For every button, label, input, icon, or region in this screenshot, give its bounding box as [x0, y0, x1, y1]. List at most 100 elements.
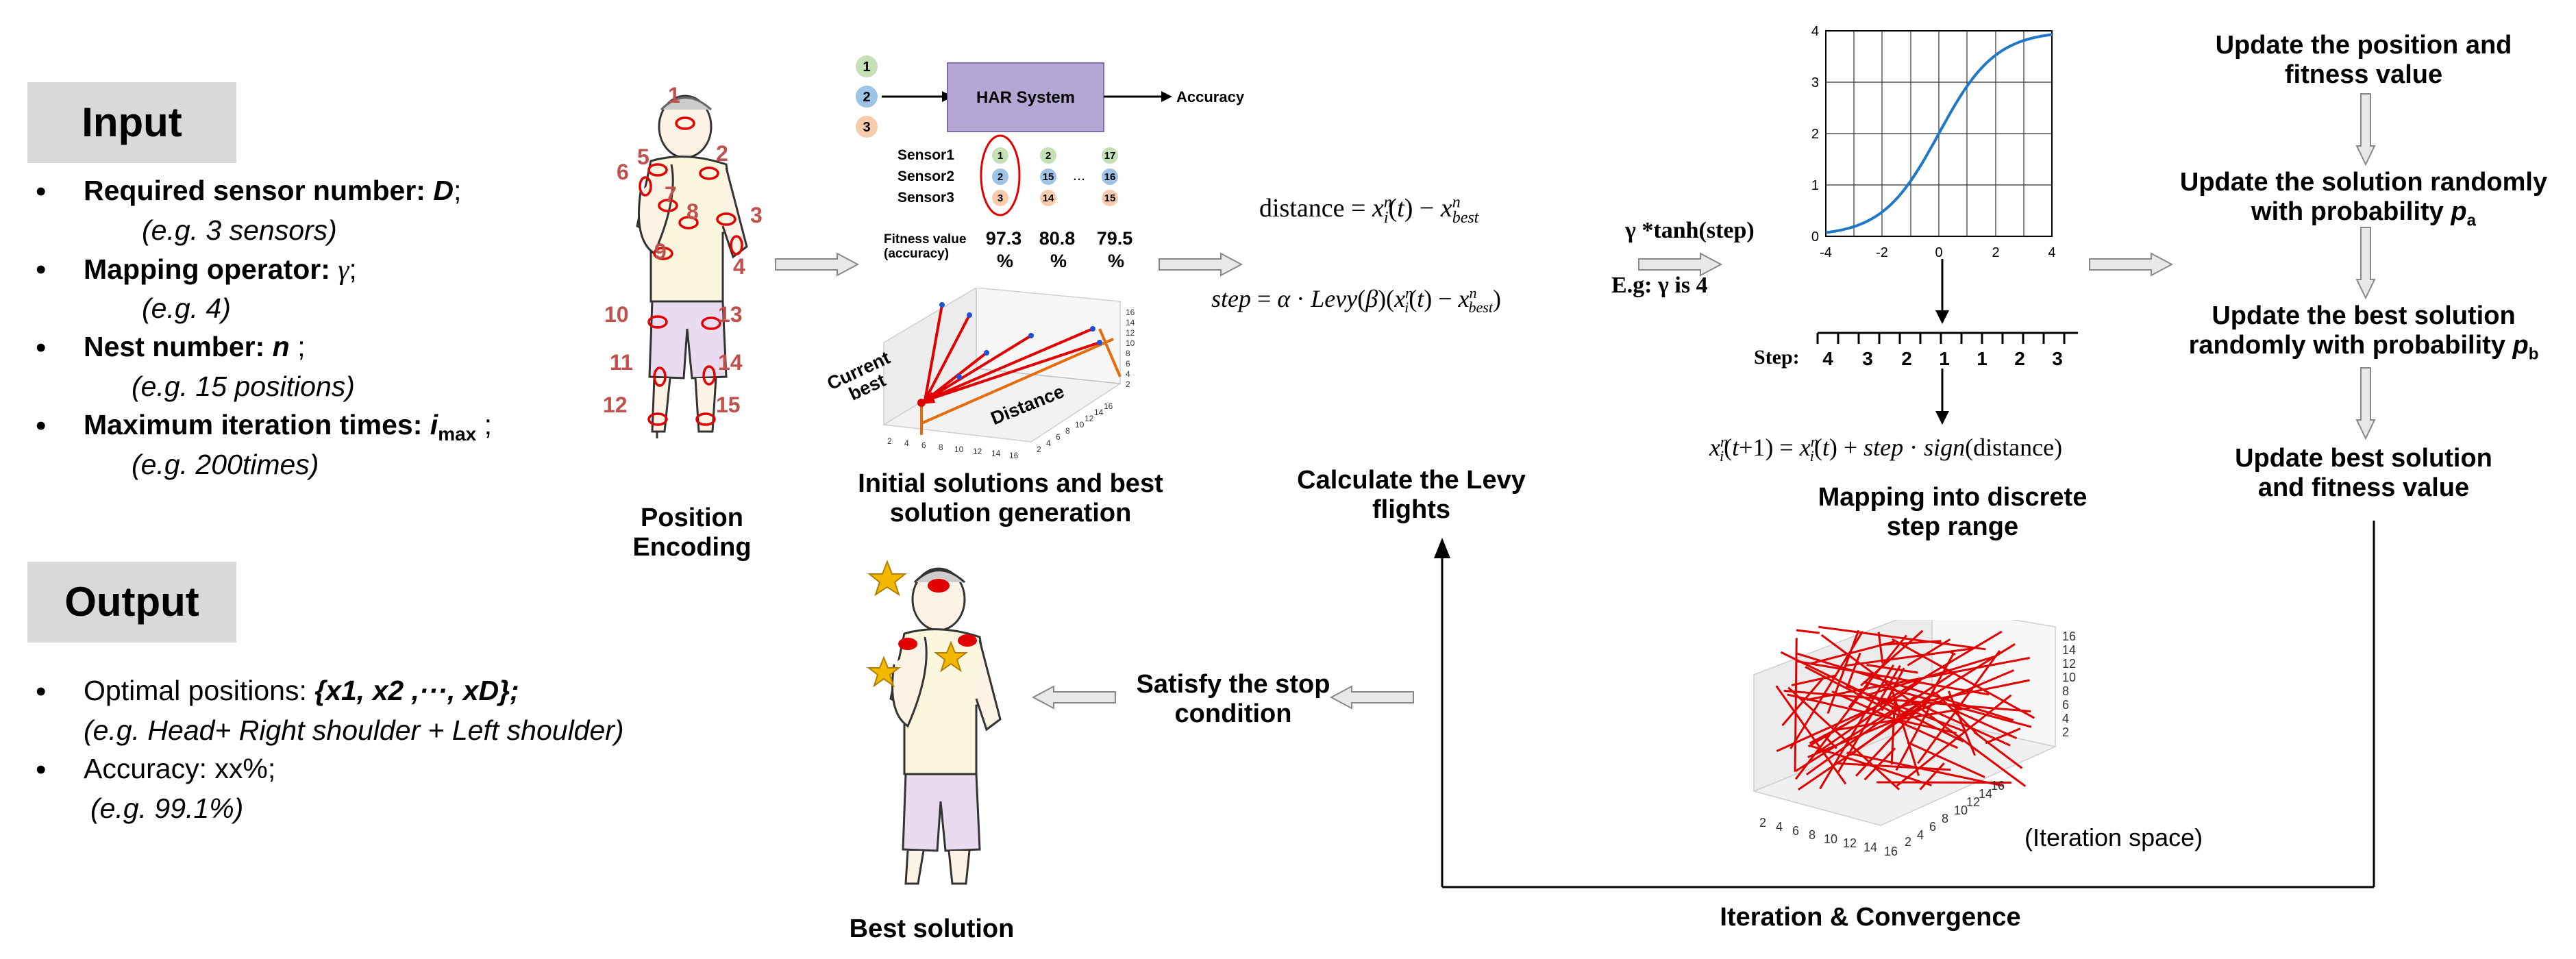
- plot-box: [882, 288, 1122, 443]
- z-tick: 14: [2062, 643, 2076, 657]
- input-item-suffix: ;: [289, 331, 306, 362]
- trajectory-segment: [1787, 693, 1957, 734]
- z-tick: 16: [2062, 630, 2076, 643]
- tanh-plot: -4 -2 0 2 4 4 3 2 1 0: [1811, 24, 2056, 260]
- step-formula: step = α · Levy(β)(xni(t) − xnbest): [1211, 284, 1501, 316]
- input-item-symbol: D: [433, 175, 454, 206]
- update-step-2-line1: Update the solution randomly: [2179, 168, 2548, 197]
- initial-solutions-plot: Current best Distance 16 14 12 10 8 6 4 …: [826, 288, 1135, 460]
- trajectory-segment: [1796, 629, 1820, 634]
- fitness-value: 97.3: [986, 228, 1022, 249]
- x-tick: 16: [1884, 845, 1898, 858]
- update-step-1: Update the position and fitness value: [2165, 31, 2562, 90]
- column-cell: 2: [1045, 150, 1051, 162]
- star-icon: [867, 560, 907, 597]
- trajectory-segment: [1950, 651, 1956, 656]
- trajectory-segment: [1973, 731, 2023, 769]
- trajectory-segment: [1806, 695, 1916, 776]
- iteration-trajectories: [1775, 625, 2035, 790]
- fitness-percent: %: [1050, 251, 1067, 271]
- trajectory-segment: [1818, 625, 1986, 651]
- x-tick: 4: [1776, 820, 1783, 834]
- y-tick: 10: [1075, 420, 1085, 429]
- iteration-z-ticks: 16 14 12 10 8 6 4 2: [2062, 630, 2076, 739]
- point-number: 1: [668, 83, 680, 108]
- iteration-loop: [1434, 521, 2375, 888]
- trajectory-segment: [1863, 681, 2032, 728]
- columns-ellipsis: ...: [1073, 166, 1085, 184]
- update-formula: xni(t+1) = xni(t) + step · sign(distance…: [1709, 433, 2063, 465]
- update-step-2-line2: with probability: [2251, 197, 2451, 226]
- y-tick: 16: [1991, 779, 2005, 793]
- column-cell: 15: [1104, 192, 1116, 204]
- y-tick: 8: [1065, 426, 1070, 436]
- point-number: 7: [665, 182, 677, 207]
- trajectory-segment: [1907, 741, 1985, 778]
- trajectory-segment: [1985, 727, 2021, 745]
- tanh-function-label: γ *tanh(step): [1625, 218, 1755, 243]
- step-value: 1: [1977, 348, 1987, 369]
- input-circle-label: 2: [863, 90, 870, 105]
- star-icon: [867, 656, 901, 688]
- point-number: 6: [617, 160, 629, 184]
- point-number: 14: [718, 350, 743, 375]
- y-tick: 6: [1929, 820, 1936, 834]
- column-cell: 17: [1104, 150, 1116, 162]
- trajectory-segment: [1950, 708, 2018, 740]
- column-cell: 2: [998, 171, 1003, 183]
- trajectory-segment: [1835, 762, 1951, 771]
- stop-line2: condition: [1174, 699, 1292, 728]
- x-tick: 2: [887, 436, 892, 446]
- stop-line1: Satisfy the stop: [1136, 670, 1330, 699]
- step-value: 2: [1901, 348, 1912, 369]
- iteration-x-ticks: 2 4 6 8 10 12 14 16: [1759, 816, 1898, 858]
- x-tick: 4: [2048, 245, 2055, 260]
- trajectory-segment: [1794, 638, 1798, 772]
- y-tick: 2: [1811, 127, 1819, 142]
- x-tick: 6: [1792, 824, 1799, 838]
- update-step-4-line1: Update best solution: [2235, 444, 2492, 473]
- z-tick: 6: [2062, 698, 2069, 712]
- input-item-symbol: n: [272, 331, 290, 362]
- step-label: Step:: [1754, 346, 1800, 369]
- down-block-arrow-1: [2355, 93, 2376, 166]
- x-tick: 12: [973, 447, 982, 456]
- trajectory-segment: [1797, 660, 1990, 696]
- y-tick: 2: [1905, 835, 1911, 849]
- trajectory-segment: [1882, 640, 1942, 646]
- down-arrow-1: [1935, 259, 1949, 324]
- initial-caption-line2: solution generation: [889, 499, 1132, 527]
- tanh-example-label: E.g: γ is 4: [1611, 273, 1708, 298]
- fitness-label-line2: (accuracy): [884, 247, 949, 261]
- trajectory-segment: [1866, 664, 1918, 674]
- iteration-y-ticks: 2 4 6 8 10 12 14 16: [1905, 779, 2005, 849]
- initial-caption-line1: Initial solutions and best: [858, 469, 1163, 498]
- trajectory-segment: [1794, 709, 1894, 773]
- star-icons: [867, 560, 968, 688]
- input-item-label: Mapping operator:: [84, 253, 338, 285]
- trajectory-segment: [1877, 781, 2011, 784]
- column-cell: 15: [1043, 171, 1054, 183]
- har-system-box: [947, 62, 1104, 132]
- input-item-nest: • Nest number: n ;: [36, 331, 306, 364]
- point-number: 5: [637, 145, 649, 169]
- sensor-label: Sensor3: [897, 190, 954, 206]
- point-number: 13: [718, 302, 743, 327]
- trajectory-segment: [1809, 745, 1932, 786]
- step-value: 2: [2014, 348, 2025, 369]
- output-item-positions: • Optimal positions: {x1, x2 ,···, xD};: [36, 675, 519, 708]
- trajectory-segment: [1845, 684, 1967, 733]
- input-item-suffix: ;: [453, 175, 462, 206]
- trajectory-segment: [1896, 694, 2012, 787]
- update-step-3-line2: randomly with probability: [2188, 331, 2513, 360]
- x-tick: 6: [921, 440, 926, 450]
- fitness-value: 80.8: [1039, 228, 1076, 249]
- trajectory-segment: [1890, 688, 1920, 776]
- x-tick: 0: [1935, 245, 1942, 260]
- z-tick: 4: [2062, 712, 2069, 725]
- z-tick-labels: 16 14 12 10 8 6 4 2: [1126, 308, 1135, 389]
- trajectory-segment: [1787, 686, 1900, 790]
- best-solution-figure: [867, 560, 1002, 885]
- distance-vectors: [924, 304, 1100, 402]
- update-step-1-line1: Update the position and: [2215, 31, 2512, 60]
